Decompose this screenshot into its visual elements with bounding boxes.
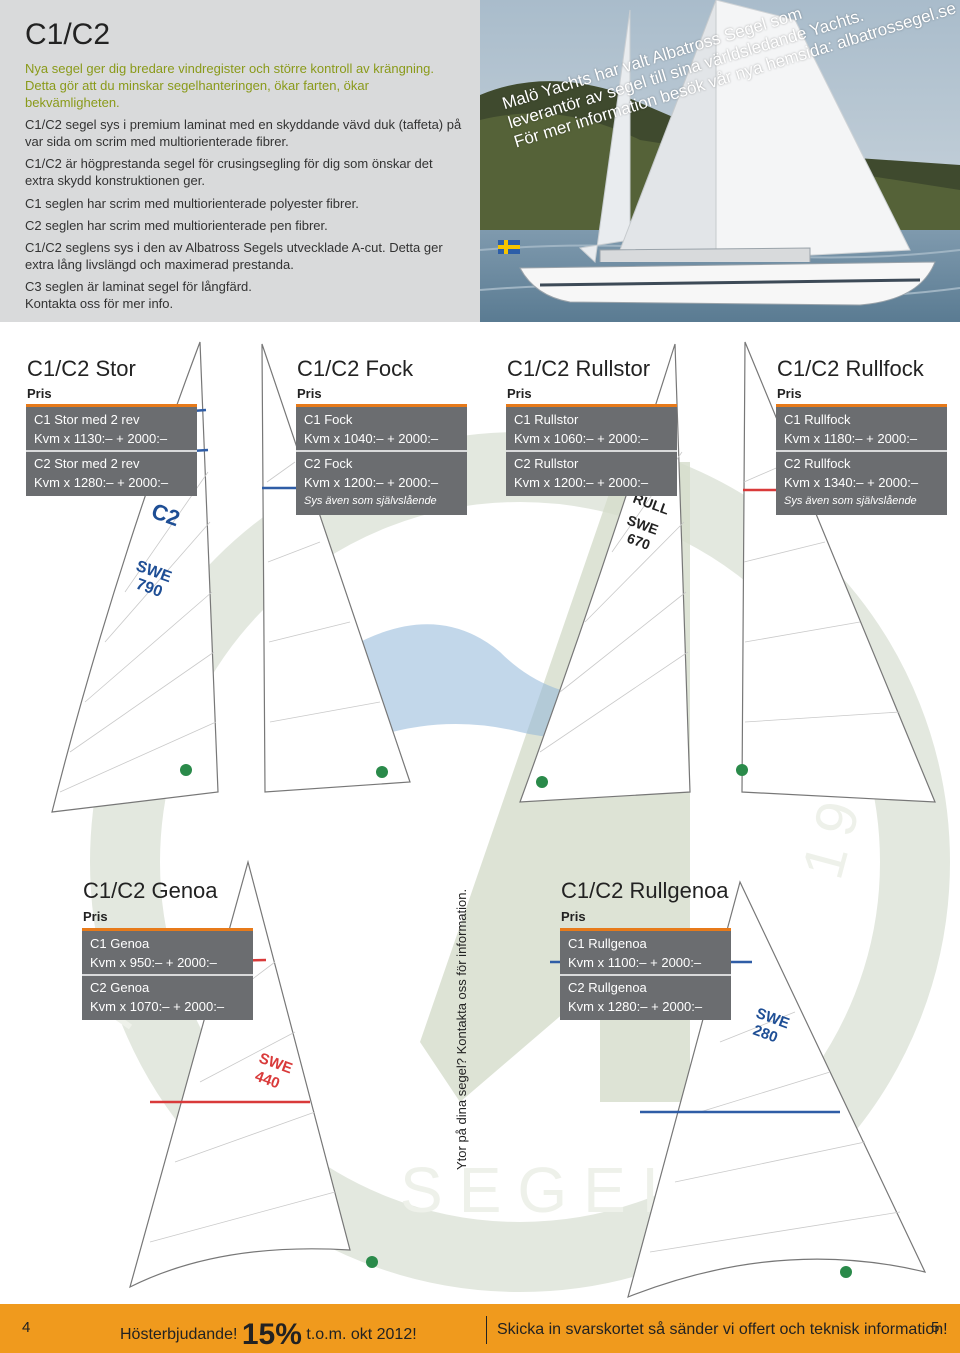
price-line: C2 Rullgenoa [568,980,647,995]
intro-paragraph: C1/C2 seglens sys i den av Albatross Seg… [25,240,443,272]
page-number-right: 5 [931,1319,940,1336]
price-line: Kvm x 1040:– + 2000:– [304,431,439,446]
sail-title-rullgenoa: C1/C2 Rullgenoa [561,878,729,903]
price-line: Kvm x 1200:– + 2000:– [514,475,649,490]
sail-title-genoa: C1/C2 Genoa [83,878,218,903]
price-box-fock: C1 Fock Kvm x 1040:– + 2000:– C2 Fock Kv… [296,404,467,515]
price-line: Kvm x 950:– + 2000:– [90,955,217,970]
pris-label: Pris [83,909,108,924]
price-box-stor: C1 Stor med 2 rev Kvm x 1130:– + 2000:– … [26,404,197,496]
price-line: C2 Rullfock [784,456,851,471]
intro-paragraph: C2 seglen har scrim med multiorienterade… [25,218,328,233]
sail-title-rullfock: C1/C2 Rullfock [777,356,924,381]
intro-lead: Nya segel ger dig bredare vindregister o… [25,61,434,110]
furling-genoa-drawing [627,880,927,1298]
price-box-rullstor: C1 Rullstor Kvm x 1060:– + 2000:– C2 Rul… [506,404,677,496]
price-box-rullfock: C1 Rullfock Kvm x 1180:– + 2000:– C2 Rul… [776,404,947,515]
genoa-drawing [129,859,351,1289]
price-divider [506,450,677,452]
footer-cta: Skicka in svarskortet så sänder vi offer… [497,1321,948,1338]
logo-emblem [376,766,388,778]
price-note: Sys även som självslående [304,495,437,507]
price-divider [296,450,467,452]
price-line: C2 Stor med 2 rev [34,456,140,471]
intro-paragraph: C1/C2 är högprestanda segel för crusings… [25,156,433,188]
sail-title-rullstor: C1/C2 Rullstor [507,356,651,381]
price-line: C2 Fock [304,456,353,471]
price-line: Kvm x 1280:– + 2000:– [34,475,169,490]
price-line: Kvm x 1070:– + 2000:– [90,999,225,1014]
yacht-photo: Malö Yachts har valt Albatross Segel som… [480,0,960,322]
offer-discount: 15% [241,1318,302,1351]
footer-divider [486,1316,487,1344]
logo-emblem [366,1256,378,1268]
price-line: C1 Rullgenoa [568,936,647,951]
offer-suffix: t.o.m. okt 2012! [306,1326,417,1343]
intro-paragraph: C1 seglen har scrim med multiorienterade… [25,196,359,211]
price-line: Kvm x 1130:– + 2000:– [34,431,168,446]
sail-mark: 670 [625,530,653,553]
pris-label: Pris [27,386,52,401]
intro-paragraph: C1/C2 segel sys i premium laminat med en… [25,117,462,149]
intro-panel: C1/C2 Nya segel ger dig bredare vindregi… [0,0,480,322]
intro-paragraph: C3 seglen är laminat segel för långfärd. [25,279,252,294]
price-line: C2 Rullstor [514,456,579,471]
price-line: Kvm x 1200:– + 2000:– [304,475,439,490]
price-line: C1 Stor med 2 rev [34,412,140,427]
price-line: C2 Genoa [90,980,150,995]
page-title: C1/C2 [25,18,111,51]
watermark-segel: SEGEL [400,1154,693,1226]
yacht-illustration [480,0,960,322]
price-line: Kvm x 1280:– + 2000:– [568,999,703,1014]
page-number-left: 4 [22,1319,31,1336]
sail-title-stor: C1/C2 Stor [27,356,136,381]
pris-label: Pris [561,909,586,924]
pris-label: Pris [297,386,322,401]
price-line: Kvm x 1060:– + 2000:– [514,431,649,446]
price-box-genoa: C1 Genoa Kvm x 950:– + 2000:– C2 Genoa K… [82,928,253,1020]
logo-emblem [840,1266,852,1278]
price-divider [560,974,731,976]
price-divider [776,450,947,452]
price-line: Kvm x 1180:– + 2000:– [784,431,918,446]
vertical-contact-note: Ytor på dina segel? Kontakta oss för inf… [454,888,469,1170]
pris-label: Pris [507,386,532,401]
price-line: Kvm x 1340:– + 2000:– [784,475,919,490]
price-note: Sys även som självslående [784,495,917,507]
price-divider [82,974,253,976]
footer-bar: 4 Hösterbjudande! 15% t.o.m. okt 2012! S… [0,1304,960,1353]
logo-emblem [536,776,548,788]
intro-paragraph: Kontakta oss för mer info. [25,296,174,311]
price-line: C1 Rullfock [784,412,851,427]
offer-prefix: Hösterbjudande! [120,1326,238,1343]
pris-label: Pris [777,386,802,401]
price-line: C1 Fock [304,412,353,427]
price-line: C1 Genoa [90,936,150,951]
price-box-rullgenoa: C1 Rullgenoa Kvm x 1100:– + 2000:– C2 Ru… [560,928,731,1020]
sail-title-fock: C1/C2 Fock [297,356,414,381]
price-divider [26,450,197,452]
price-line: Kvm x 1100:– + 2000:– [568,955,702,970]
price-line: C1 Rullstor [514,412,579,427]
logo-emblem [736,764,748,776]
logo-emblem [180,764,192,776]
offer-text: Hösterbjudande! 15% t.o.m. okt 2012! [120,1313,417,1351]
